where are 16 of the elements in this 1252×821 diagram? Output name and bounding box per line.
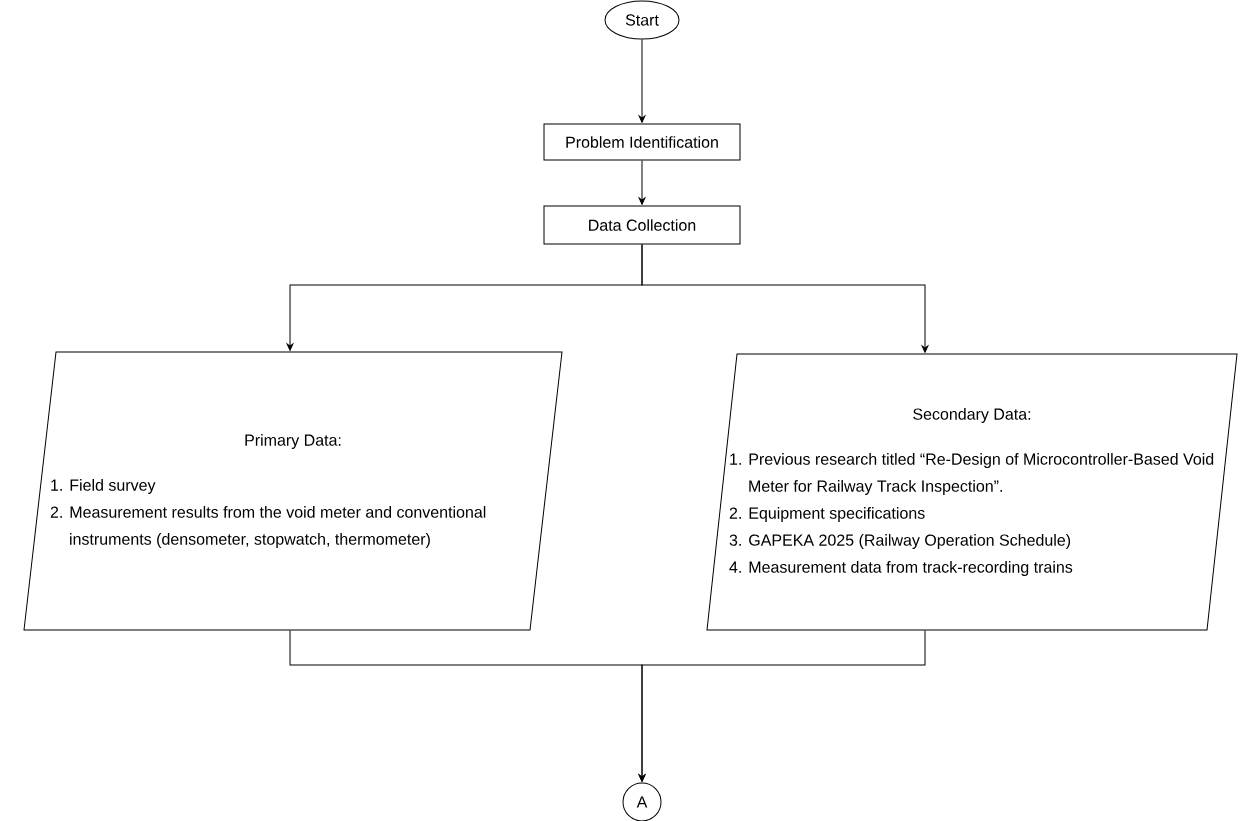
list-item: 1. Field survey [51, 479, 156, 494]
process-box: Data Collection [543, 205, 741, 245]
heading: Secondary Data: [913, 408, 1031, 423]
arrow [638, 630, 926, 782]
arrow [641, 244, 929, 353]
heading: Primary Data: [245, 434, 341, 449]
list-item: 2. Measurement results from the void meter and conventional instruments (densometer, stopwatch, thermometer) [50, 506, 486, 548]
list-item: 3. GAPEKA 2025 (Railway Operation Schedule) [729, 534, 1071, 549]
list-item: 4. Measurement data from track-recording trains [729, 561, 1073, 576]
input-parallelogram [23, 351, 563, 631]
process-box: Problem Identification [543, 123, 741, 161]
input-parallelogram [706, 353, 1238, 631]
arrow [638, 160, 646, 205]
arrow [638, 39, 646, 123]
list-item: 2. Equipment specifications [729, 507, 925, 522]
list-item: 1. Previous research titled “Re-Design of Microcontroller-Based Void Meter for Railway Track Inspection”. [730, 453, 1214, 495]
